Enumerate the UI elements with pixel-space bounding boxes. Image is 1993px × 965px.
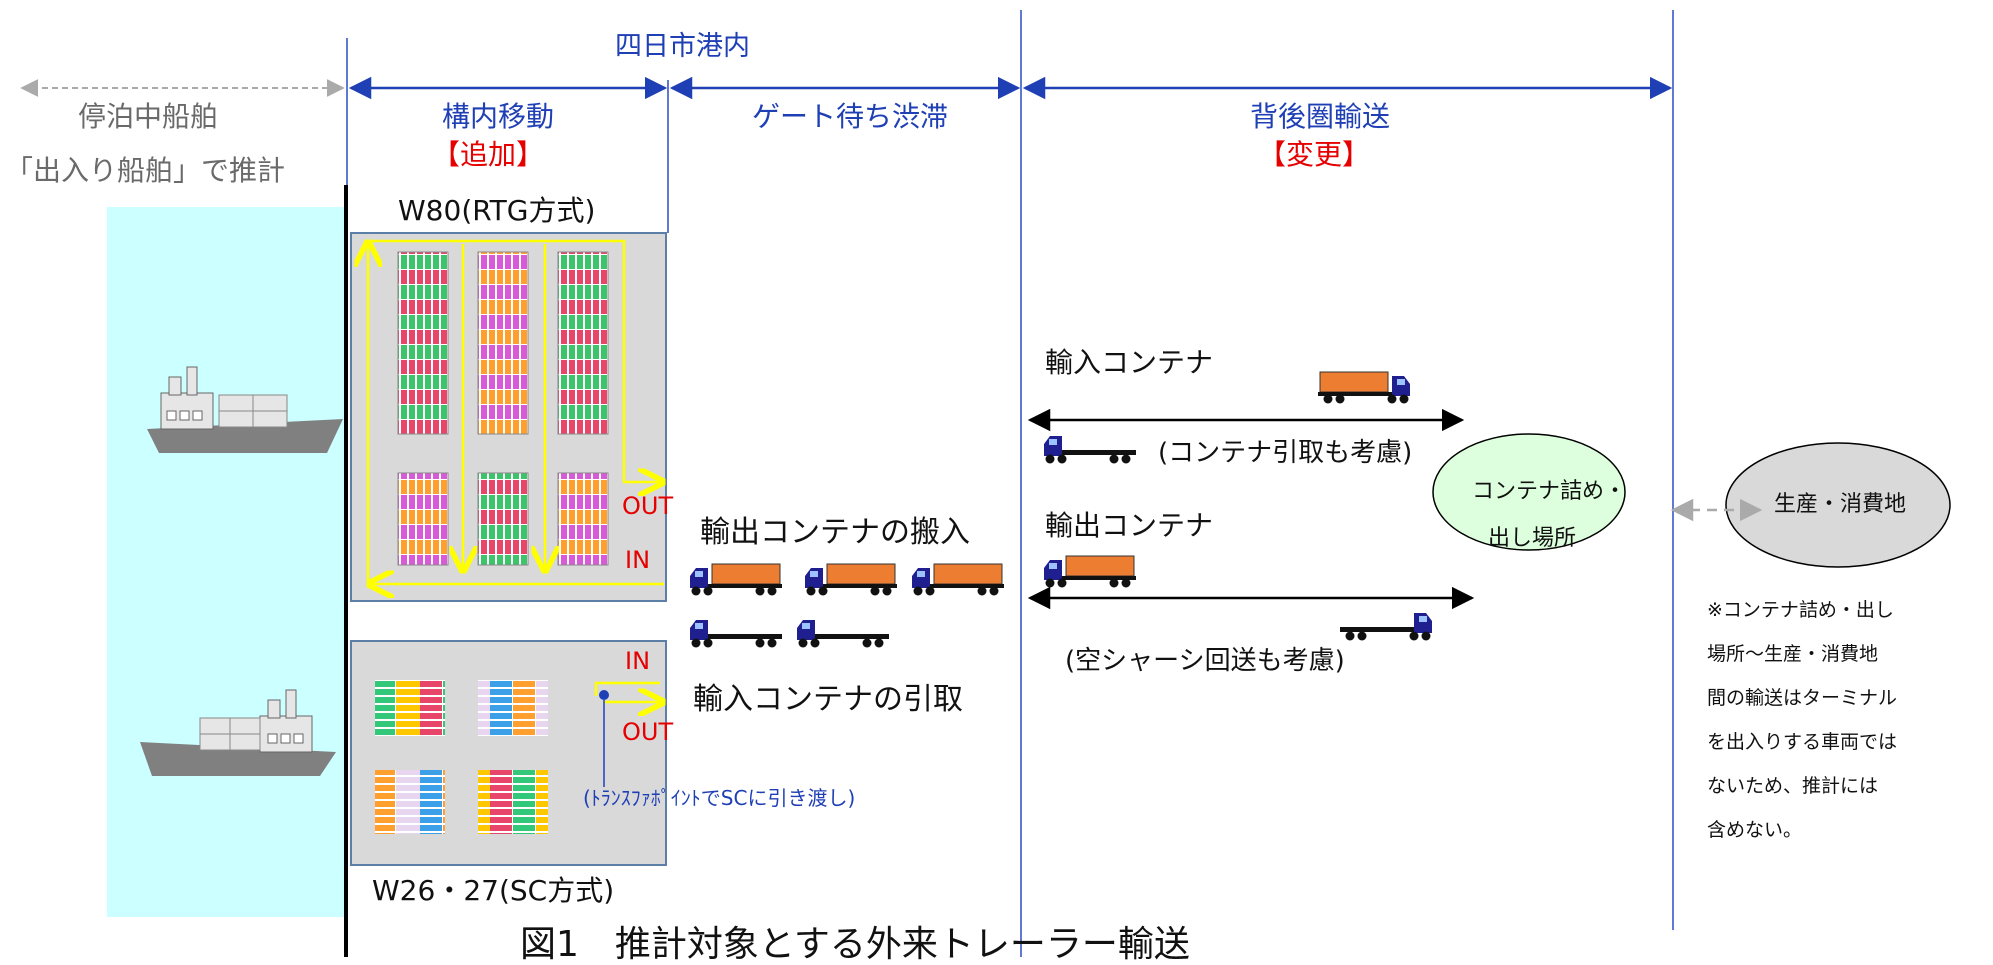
yard-move-label: 構内移動 <box>442 100 555 133</box>
moored-ship-label: 停泊中船舶 <box>78 100 219 133</box>
figure-caption: 図1 推計対象とする外来トレーラー輸送 <box>520 924 1190 965</box>
truck-icon <box>797 620 889 648</box>
w26-out-label: OUT <box>622 718 674 746</box>
production-label: 生産・消費地 <box>1774 492 1907 517</box>
sea-area <box>107 207 345 917</box>
import-label: 輸入コンテナ <box>1045 346 1214 379</box>
stuffing-label-1: コンテナ詰め・ <box>1472 479 1627 504</box>
w26-title: W26・27(SC方式) <box>372 874 615 907</box>
ship-icon <box>147 366 343 453</box>
truck-icon <box>690 620 782 648</box>
hinterland-label: 背後圏輸送 <box>1250 100 1391 133</box>
footnote-line: 場所～生産・消費地 <box>1707 643 1879 665</box>
import-out-label: 輸入コンテナの引取 <box>693 682 963 717</box>
moored-note-label: 「出入り船舶」で推計 <box>5 154 286 187</box>
truck-icon <box>689 563 783 596</box>
transfer-point <box>599 690 609 700</box>
truck-icon <box>1044 436 1136 464</box>
hinterland-tag: 【変更】 <box>1258 138 1371 171</box>
truck-icon <box>804 563 898 596</box>
yard-move-tag: 【追加】 <box>432 138 545 171</box>
transfer-route <box>594 681 660 702</box>
w80-out-label: OUT <box>622 492 674 520</box>
footnote-line: 含めない。 <box>1707 819 1803 841</box>
footnote-line: ないため、推計には <box>1707 775 1879 797</box>
w80-in-label: IN <box>625 546 651 574</box>
port-area-label: 四日市港内 <box>615 31 750 62</box>
w26-in-label: IN <box>625 647 651 675</box>
truck-icon <box>1340 613 1432 641</box>
footnote-line: ※コンテナ詰め・出し <box>1707 599 1894 621</box>
w80-title: W80(RTG方式) <box>398 194 596 227</box>
footnote-line: 間の輸送はターミナル <box>1707 687 1898 709</box>
stuffing-label-2: 出し場所 <box>1488 526 1577 551</box>
export-label: 輸出コンテナ <box>1045 509 1214 542</box>
import-note: (コンテナ引取も考慮) <box>1158 438 1413 468</box>
gate-wait-label: ゲート待ち渋滞 <box>752 100 949 133</box>
stuffing-bubble <box>1432 433 1626 551</box>
truck-icon <box>1317 371 1411 404</box>
container-stack-icon <box>397 251 609 566</box>
truck-icon <box>1043 555 1137 588</box>
export-note: (空シャーシ回送も考慮) <box>1065 646 1345 676</box>
transfer-note: (ﾄﾗﾝｽﾌｧﾎﾟｲﾝﾄでSCに引き渡し) <box>583 786 856 810</box>
truck-icon <box>911 563 1005 596</box>
container-stack-icon <box>375 680 548 834</box>
ship-icon <box>140 689 336 776</box>
export-in-label: 輸出コンテナの搬入 <box>700 515 970 550</box>
footnote-line: を出入りする車両では <box>1707 731 1898 753</box>
yard-route <box>368 241 664 584</box>
